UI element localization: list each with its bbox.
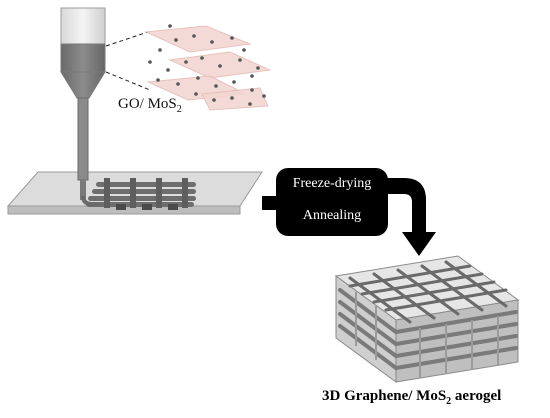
product-caption: 3D Graphene/ MoS2 aerogel bbox=[322, 388, 501, 407]
nanosheet-dots bbox=[148, 24, 266, 106]
step-annealing: Annealing bbox=[302, 208, 362, 223]
aerogel-lattice bbox=[334, 255, 520, 383]
process-arrow bbox=[262, 168, 436, 256]
step-freeze-drying: Freeze-drying bbox=[292, 176, 372, 191]
product-caption-tail: aerogel bbox=[451, 388, 502, 404]
syringe bbox=[60, 7, 106, 206]
product-caption-sub: 2 bbox=[446, 396, 452, 407]
ink-label-sub: 2 bbox=[176, 104, 182, 115]
product-caption-main: 3D Graphene/ MoS bbox=[322, 388, 447, 404]
zoom-lines bbox=[105, 31, 151, 91]
ink-label: GO/ MoS2 bbox=[118, 96, 182, 115]
printed-filaments bbox=[86, 178, 196, 210]
ink-label-main: GO/ MoS bbox=[118, 96, 177, 112]
